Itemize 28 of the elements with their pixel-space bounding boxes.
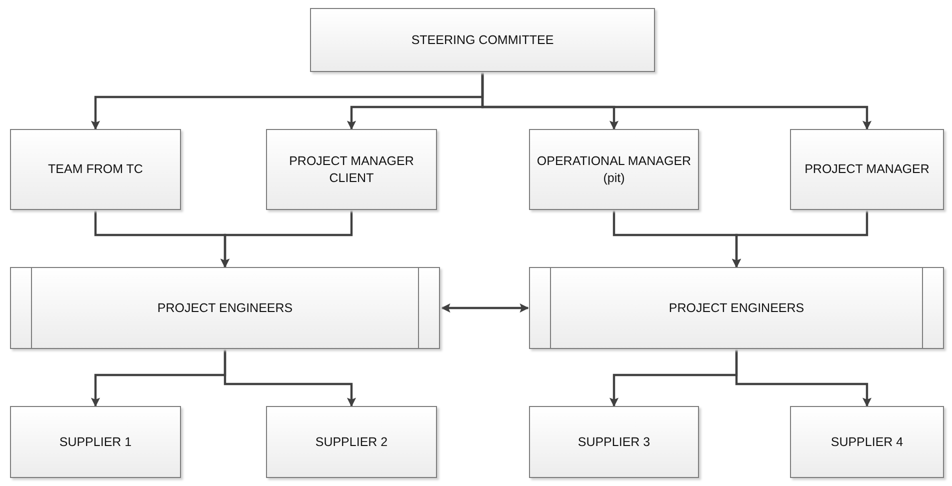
box-label: PROJECT ENGINEERS — [156, 300, 294, 316]
box-label: SUPPLIER 1 — [58, 434, 133, 450]
box-label: PROJECT ENGINEERS — [668, 300, 806, 316]
connector-arrow — [735, 349, 872, 407]
box-label: PROJECT MANAGER — [804, 161, 930, 178]
box-label: PROJECT MANAGER CLIENT — [288, 153, 415, 186]
org-box — [10, 129, 181, 210]
org-box — [310, 8, 655, 72]
connector-arrow — [481, 72, 872, 130]
org-box — [790, 129, 944, 210]
box-label: TEAM FROM TC — [47, 161, 144, 178]
connector-arrow — [224, 349, 356, 407]
box-label: SUPPLIER 3 — [576, 434, 652, 450]
org-box — [529, 129, 699, 210]
connector-arrow — [441, 303, 529, 313]
box-label: OPERATIONAL MANAGER (pit) — [536, 153, 692, 186]
org-box — [266, 129, 437, 210]
org-box — [529, 406, 699, 478]
subprocess-box — [529, 267, 944, 349]
box-label: SUPPLIER 2 — [314, 434, 389, 450]
org-box — [266, 406, 437, 478]
org-box — [10, 406, 181, 478]
connector-arrow — [220, 210, 353, 268]
org-box — [790, 406, 944, 478]
connector-arrow — [732, 210, 868, 268]
box-label: SUPPLIER 4 — [830, 434, 904, 450]
subprocess-box — [10, 267, 440, 349]
box-label: STEERING COMMITTEE — [410, 32, 555, 48]
